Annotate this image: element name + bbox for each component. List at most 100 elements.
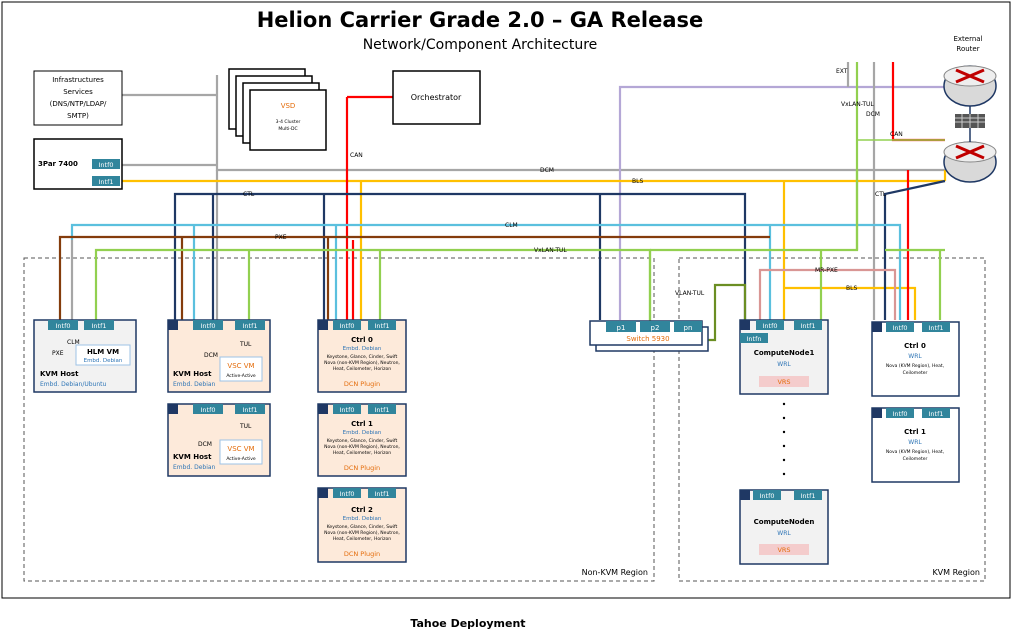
infra-line-1: Infrastructures — [52, 76, 104, 84]
mr-pxe-network-line — [758, 268, 897, 320]
svg-text:VSC VM: VSC VM — [227, 362, 254, 370]
compute-node-1: Intf0 Intf1 Intfn ComputeNode1 WRL VRS — [739, 319, 829, 395]
svg-text:KVM Host: KVM Host — [173, 453, 212, 461]
svg-text:VRS: VRS — [777, 378, 790, 386]
ctl-network-line — [173, 192, 747, 320]
svg-text:Intf1: Intf1 — [800, 492, 815, 500]
diagram-frame — [1, 1, 1011, 599]
svg-text:Ctrl 0: Ctrl 0 — [351, 336, 373, 344]
svg-text:Multi-DC: Multi-DC — [278, 126, 297, 132]
svg-text:TUL: TUL — [239, 341, 252, 348]
svg-text:Intf0: Intf0 — [759, 492, 774, 500]
router-label-1: External — [953, 35, 982, 43]
svg-text:Intf1: Intf1 — [242, 322, 257, 330]
pxe-label: PXE — [275, 234, 287, 241]
svg-text:DCM: DCM — [198, 441, 212, 448]
svg-text:Intf0: Intf0 — [339, 406, 354, 414]
svg-text:Intf0: Intf0 — [892, 324, 907, 332]
svg-text:Heat, Ceilometer, Horizon: Heat, Ceilometer, Horizon — [333, 366, 391, 372]
orchestrator-label: Orchestrator — [411, 93, 462, 102]
infra-line-2: Services — [63, 88, 93, 96]
kvm-host-1: Intf0 Intf1 DCM TUL VSC VM Active-Active… — [167, 319, 271, 393]
svg-text:pn: pn — [684, 324, 693, 332]
3par-label: 3Par 7400 — [38, 160, 78, 168]
svg-text:Intf0: Intf0 — [892, 410, 907, 418]
svg-text:PXE: PXE — [52, 350, 64, 357]
svg-text:Keystone, Glance, Cinder, Swif: Keystone, Glance, Cinder, Swift — [327, 354, 398, 360]
svg-text:DCN Plugin: DCN Plugin — [344, 550, 380, 558]
svg-text:Intf0: Intf0 — [200, 406, 215, 414]
svg-text:Intf1: Intf1 — [374, 406, 389, 414]
svg-text:p1: p1 — [617, 324, 626, 332]
kvm-region-label: KVM Region — [932, 568, 980, 577]
router-label-2: Router — [956, 45, 979, 53]
svg-text:TUL: TUL — [239, 423, 252, 430]
svg-text:Heat, Ceilometer, Horizon: Heat, Ceilometer, Horizon — [333, 536, 391, 542]
svg-text:Nova (non-KVM Region), Neutron: Nova (non-KVM Region), Neutron, — [324, 444, 400, 450]
kvm-host-2: Intf0 Intf1 DCM TUL VSC VM Active-Active… — [167, 403, 271, 477]
svg-text:Nova (non-KVM Region), Neutron: Nova (non-KVM Region), Neutron, — [324, 360, 400, 366]
svg-text:Intf0: Intf0 — [98, 161, 113, 169]
hlm-kvm-host: Intf0 Intf1 CLM PXE HLM VM Embd. Debian … — [33, 319, 137, 393]
svg-text:Ctrl 1: Ctrl 1 — [904, 428, 926, 436]
svg-text:Intf1: Intf1 — [242, 406, 257, 414]
svg-text:Nova (non-KVM Region), Neutron: Nova (non-KVM Region), Neutron, — [324, 530, 400, 536]
infra-line-3: (DNS/NTP/LDAP/ — [50, 100, 107, 108]
svg-text:Embd. Debian: Embd. Debian — [84, 358, 123, 364]
firewall-icon — [955, 114, 985, 128]
svg-text:WRL: WRL — [908, 353, 922, 360]
bls-label: BLS — [632, 178, 643, 185]
bls-right-label: BLS — [846, 285, 857, 292]
svg-text:Intf0: Intf0 — [762, 322, 777, 330]
3par-intf0 — [92, 159, 120, 169]
svg-text:DCM: DCM — [204, 352, 218, 359]
svg-text:Ctrl 1: Ctrl 1 — [351, 420, 373, 428]
vsd-cluster-box — [249, 89, 327, 151]
mr-pxe-label: MR-PXE — [815, 267, 838, 274]
non-kvm-region-label: Non-KVM Region — [582, 568, 648, 577]
dcm-right-label: DCM — [866, 111, 880, 118]
dcm-label: DCM — [540, 167, 554, 174]
external-router-icon — [943, 65, 997, 107]
diagram-title: Helion Carrier Grade 2.0 – GA Release — [257, 8, 704, 32]
hlm-vm-label: HLM VM — [87, 348, 119, 356]
svg-text:Nova (KVM Region), Heat,: Nova (KVM Region), Heat, — [886, 449, 944, 455]
switch-5930: p1 p2 pn Switch 5930 — [589, 320, 709, 352]
svg-text:Nova (KVM Region), Heat,: Nova (KVM Region), Heat, — [886, 363, 944, 369]
switch-label: Switch 5930 — [626, 335, 669, 343]
svg-text:Keystone, Glance, Cinder, Swif: Keystone, Glance, Cinder, Swift — [327, 524, 398, 530]
can-label-left: CAN — [350, 152, 363, 159]
svg-text:KVM Host: KVM Host — [40, 370, 79, 378]
svg-text:Intfn: Intfn — [747, 335, 762, 343]
vsd-label: VSD — [281, 102, 296, 110]
svg-text:Embd. Debian: Embd. Debian — [343, 430, 382, 436]
svg-text:3-4 Cluster: 3-4 Cluster — [276, 119, 301, 125]
svg-text:DCN Plugin: DCN Plugin — [344, 380, 380, 388]
svg-text:Embd. Debian: Embd. Debian — [343, 516, 382, 522]
ctrl-2-nonkvm: Intf0 Intf1 Ctrl 2 Embd. Debian Keystone… — [317, 487, 407, 563]
ctrl-1-kvm: Intf0 Intf1 Ctrl 1 WRL Nova (KVM Region)… — [871, 407, 960, 483]
svg-text:Ceilometer: Ceilometer — [903, 456, 928, 462]
svg-text:Ceilometer: Ceilometer — [903, 370, 928, 376]
svg-text:Heat, Ceilometer, Horizon: Heat, Ceilometer, Horizon — [333, 450, 391, 456]
svg-text:Intf1: Intf1 — [800, 322, 815, 330]
ctrl-1-nonkvm: Intf0 Intf1 Ctrl 1 Embd. Debian Keystone… — [317, 403, 407, 477]
ext-label: EXT — [836, 68, 848, 75]
pxe-network-line — [58, 235, 770, 320]
svg-text:VSC VM: VSC VM — [227, 445, 254, 453]
svg-text:Ctrl 2: Ctrl 2 — [351, 506, 373, 514]
infra-line-4: SMTP) — [67, 112, 89, 120]
footer-caption: Tahoe Deployment — [410, 617, 525, 630]
svg-text:Intf1: Intf1 — [374, 322, 389, 330]
svg-text:ComputeNoden: ComputeNoden — [754, 518, 815, 526]
svg-text:WRL: WRL — [908, 439, 922, 446]
svg-text:Intf0: Intf0 — [339, 322, 354, 330]
ctrl-0-nonkvm: Intf0 Intf1 Ctrl 0 Embd. Debian Keystone… — [317, 319, 407, 393]
svg-text:Intf0: Intf0 — [55, 322, 70, 330]
svg-text:WRL: WRL — [777, 361, 791, 368]
vxlan-tul-right-label: VxLAN-TUL — [841, 101, 874, 108]
router-icon — [943, 141, 997, 183]
svg-text:Intf1: Intf1 — [98, 178, 113, 186]
orchestrator-box — [392, 70, 481, 125]
